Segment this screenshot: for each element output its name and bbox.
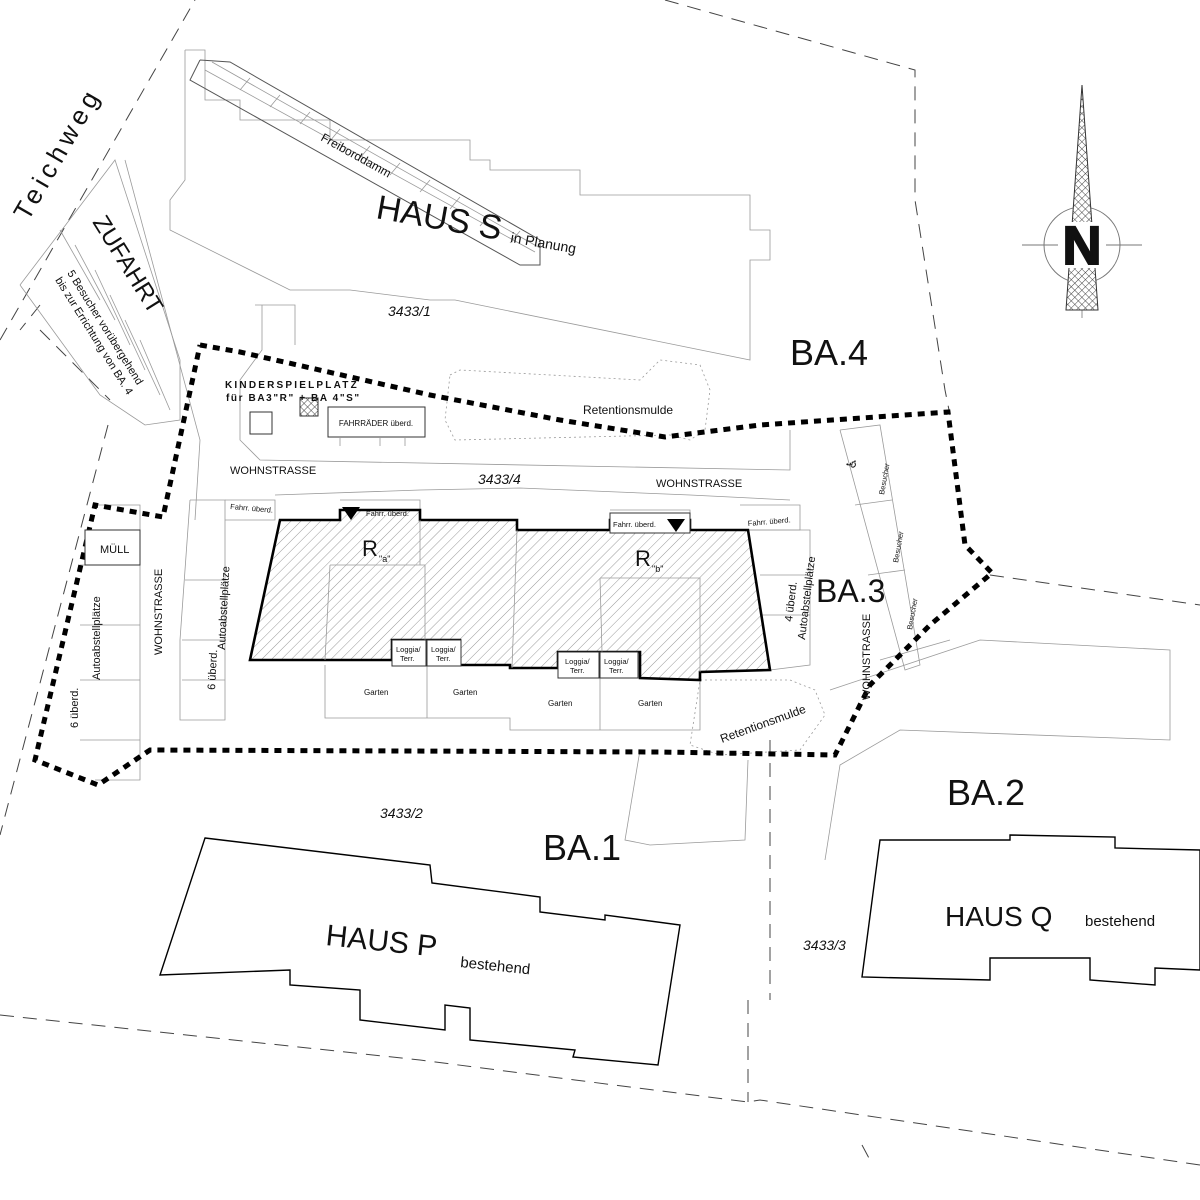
phase-2-label: BA.2 [947,772,1025,813]
building-s-status: in Planung [509,229,577,256]
bike-shelter-main-label: FAHRRÄDER überd. [339,419,413,428]
parking-west-a-line1: 6 überd. [69,688,81,728]
bike-shelter-label: Fahrr. überd. [230,502,274,515]
loggia-line2: Terr. [400,654,415,663]
parcel-4-label: 3433/4 [478,471,521,487]
bike-shelter-label: Fahrr. überd. [366,509,409,518]
retention-lower-label: Retentionsmulde [718,702,808,746]
residential-street-label-northeast: WOHNSTRASSE [656,478,742,490]
waste-box [84,529,141,566]
residential-street-label-north: WOHNSTRASSE [230,465,316,477]
parking-west-a-line2: Autoabstellplätze [91,596,103,680]
loggia-line2: Terr. [570,666,585,675]
loggia-line1: Loggia/ [604,657,630,666]
visitor-label: Besucher [891,530,905,563]
building-s-label: HAUS S [374,188,505,247]
parking-west-b-line2: Autoabstellplätze [216,566,232,650]
garden-label: Garten [548,699,572,708]
loggia-line2: Terr. [436,654,451,663]
north-arrow-icon [1022,84,1142,318]
garden-label: Garten [364,688,388,697]
retention-upper-label: Retentionsmulde [583,403,673,417]
garden-label: Garten [453,688,477,697]
loggia-box [426,639,462,667]
parking-west-b-line1: 6 überd. [206,649,220,690]
loggia-box [599,651,639,679]
levee-ticks [239,77,521,244]
building-q-outline [861,834,1200,986]
garden-label: Garten [638,699,662,708]
bike-shelter-box [609,512,691,534]
playground-line1: KINDERSPIELPLATZ [225,380,359,391]
building-r-suffix-a: "a" [379,554,390,564]
phase-1-label: BA.1 [543,827,621,868]
access-label: ZUFAHRT [87,211,168,319]
visitor-note-line2: bis zur Errichtung von BA. 4 [52,275,134,397]
loggia-line1: Loggia/ [396,645,422,654]
building-p-outline [159,837,681,1066]
parking-east-line2: Autoabstellplätze [796,556,818,641]
north-label: N [1063,216,1102,276]
street-label: Teichweg [7,81,107,225]
parcel-2-label: 3433/2 [380,805,423,821]
phase-4-label: BA.4 [790,332,868,373]
building-r-label-b: R [635,546,651,571]
building-r-suffix-b: "b" [652,564,663,574]
parcel-1-label: 3433/1 [388,303,431,319]
residential-street-label-west: WOHNSTRASSE [153,569,165,655]
waste-label: MÜLL [100,544,129,556]
entrance-marker-icon [667,519,685,532]
building-q-label: HAUS Q [945,901,1052,932]
parcel-boundaries [0,0,1200,1166]
residential-street-label-east: WOHNSTRASSE [861,614,873,700]
loggia-line2: Terr. [609,666,624,675]
loggia-box [391,639,427,667]
loggia-box [557,651,600,679]
playground-equipment [249,397,426,446]
parcel-3-label: 3433/3 [803,937,846,953]
loggia-line1: Loggia/ [431,645,457,654]
bike-shelter-label: Fahrr. überd. [613,520,656,529]
bike-shelter-main-box [327,406,426,438]
visitor-label: Besucher [905,597,919,630]
entrance-marker-icon [342,507,360,520]
playground-line2: für BA3"R" + BA 4"S" [226,393,361,404]
building-q-status: bestehend [1085,913,1155,930]
context-lines [19,49,1171,861]
accessible-parking-icon: ♿ [843,456,860,470]
building-r-label-a: R [362,536,378,561]
phase-3-label: BA.3 [816,573,885,609]
bike-shelter-label: Fahrr. überd. [747,515,791,528]
parking-east-line1: 4 überd. [783,581,800,623]
building-r [248,508,772,682]
visitor-label: Besucher [877,462,891,495]
loggia-line1: Loggia/ [565,657,591,666]
ba3-boundary [32,342,996,788]
